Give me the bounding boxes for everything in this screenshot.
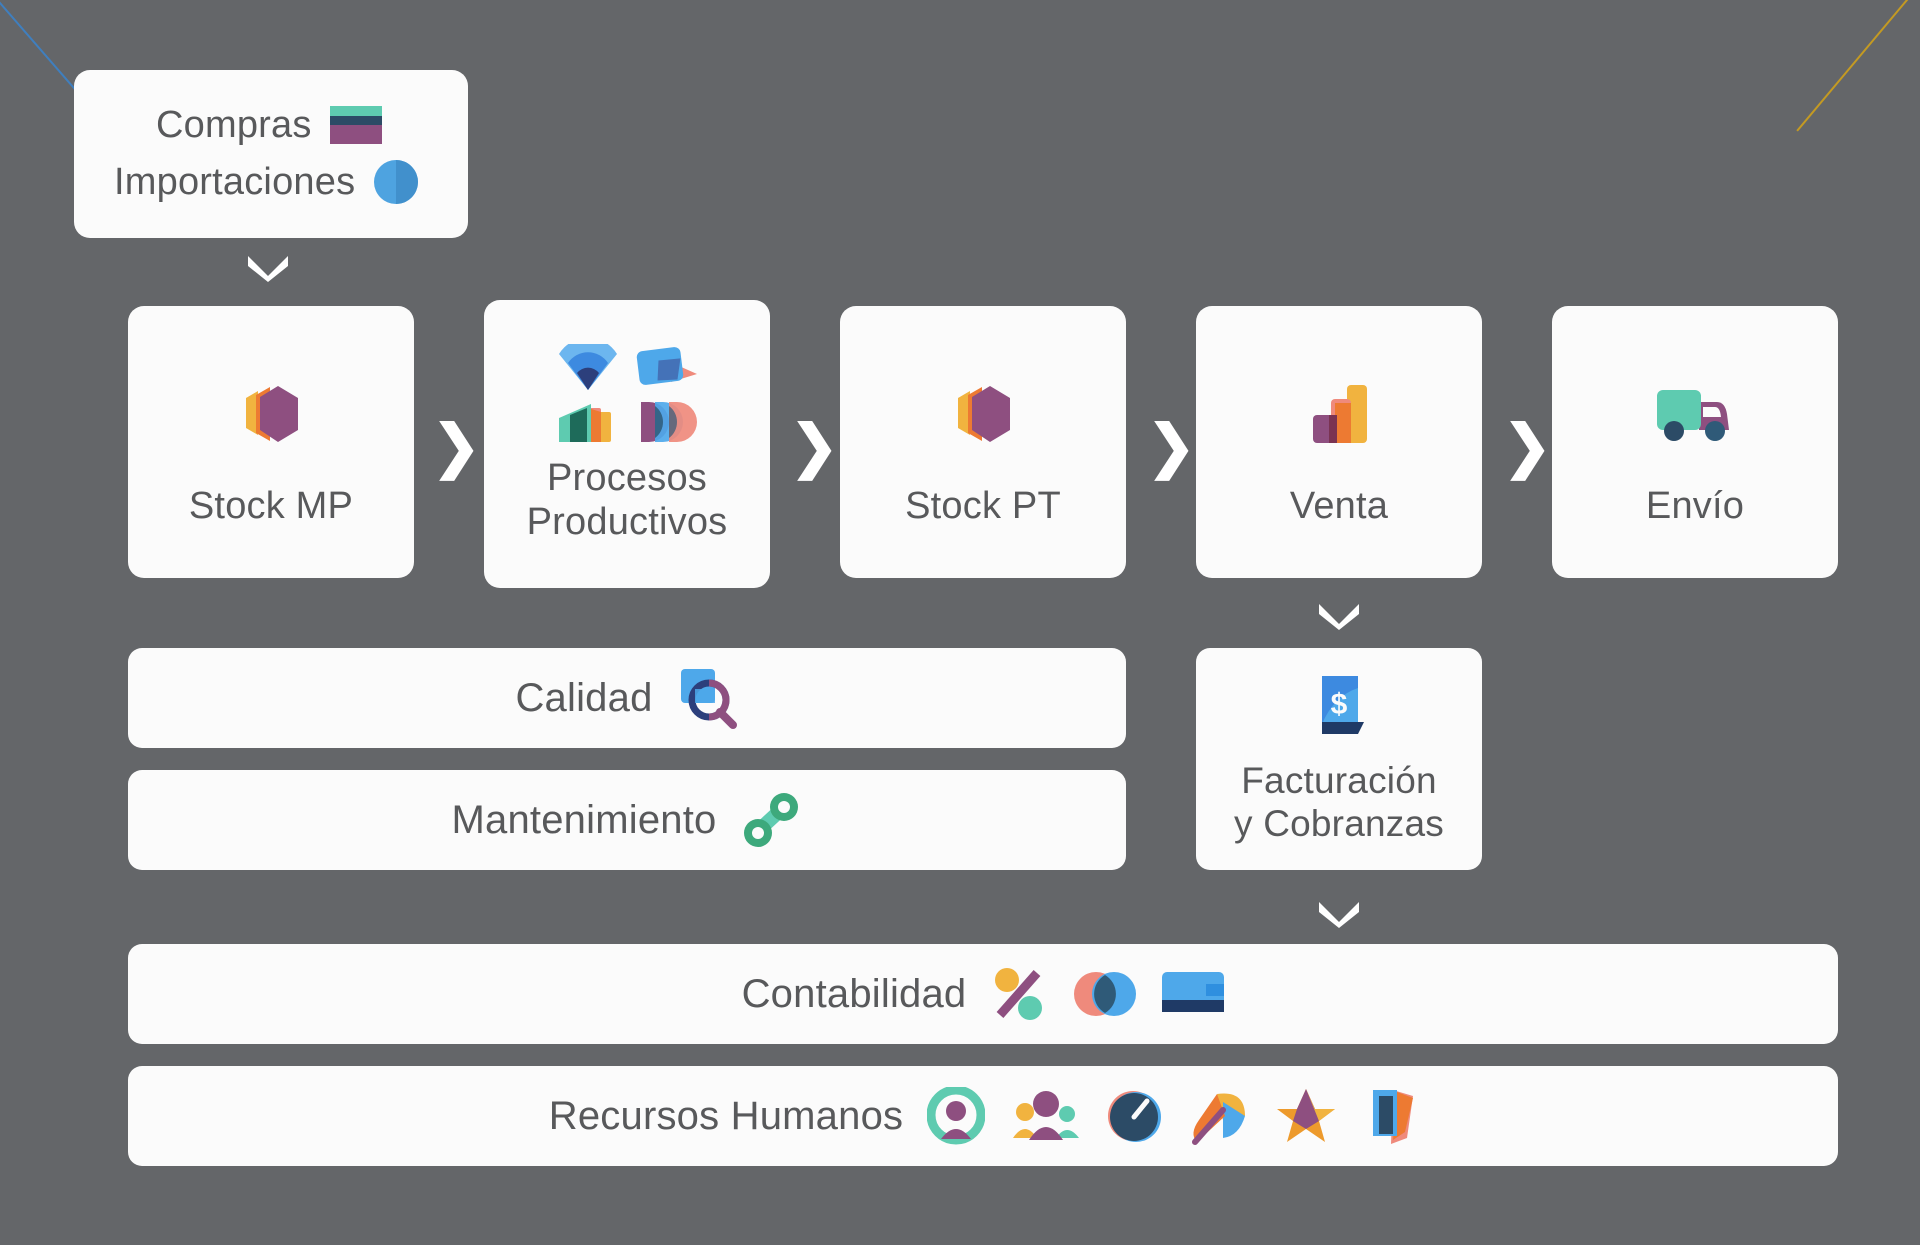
parallelogram-icon <box>635 344 697 392</box>
gauge-icon <box>1107 1088 1162 1144</box>
svg-text:$: $ <box>1331 688 1348 721</box>
chevron-down-icon <box>1317 600 1361 630</box>
importaciones-row: Importaciones <box>98 159 444 205</box>
mantenimiento-icons <box>740 789 802 851</box>
card-envio[interactable]: Envío <box>1552 306 1838 578</box>
chevron-right-icon: ❯ <box>1503 414 1552 479</box>
compras-row: Compras <box>98 103 444 147</box>
row-contabilidad[interactable]: Contabilidad <box>128 944 1838 1044</box>
row-calidad[interactable]: Calidad <box>128 648 1126 748</box>
calidad-icons <box>677 667 739 729</box>
compras-label: Compras <box>156 103 312 146</box>
venn-circles-icon <box>1074 970 1137 1018</box>
bar-chart-teal-icon <box>557 398 619 446</box>
chain-link-icon <box>740 789 802 851</box>
row-recursos-humanos[interactable]: Recursos Humanos <box>128 1066 1838 1166</box>
row-mantenimiento[interactable]: Mantenimiento <box>128 770 1126 870</box>
d-shapes-icon <box>635 398 697 446</box>
mantenimiento-label: Mantenimiento <box>451 797 717 842</box>
invoice-dollar-icon: $ <box>1308 672 1370 744</box>
facturacion-label: Facturación y Cobranzas <box>1234 760 1444 844</box>
people-group-icon <box>1011 1090 1081 1142</box>
chevron-right-icon: ❯ <box>1147 414 1196 479</box>
contabilidad-label: Contabilidad <box>741 971 967 1016</box>
card-stock-mp[interactable]: Stock MP <box>128 306 414 578</box>
stock-pt-icons <box>950 356 1016 474</box>
importaciones-label: Importaciones <box>114 160 356 203</box>
hexagon-cube-icon <box>950 378 1016 452</box>
venta-icons <box>1305 356 1373 474</box>
procesos-icons <box>557 343 697 446</box>
card-procesos-productivos[interactable]: Procesos Productivos <box>484 300 770 588</box>
ribbon-icon <box>1187 1086 1249 1146</box>
credit-card-icon <box>329 105 382 144</box>
venta-label: Venta <box>1289 484 1389 527</box>
rrhh-label: Recursos Humanos <box>548 1093 904 1138</box>
chevron-right-icon: ❯ <box>432 414 481 479</box>
chevron-down-icon <box>1317 898 1361 928</box>
stock-mp-label: Stock MP <box>188 484 354 527</box>
delivery-truck-icon <box>1653 384 1737 446</box>
fan-arc-icon <box>557 343 619 392</box>
card-venta[interactable]: Venta <box>1196 306 1482 578</box>
layers-icon <box>1363 1086 1417 1146</box>
card-stock-pt[interactable]: Stock PT <box>840 306 1126 578</box>
card-facturacion-cobranzas[interactable]: $ Facturación y Cobranzas <box>1196 648 1482 870</box>
percent-icon <box>990 965 1048 1023</box>
star-icon <box>1275 1087 1337 1145</box>
envio-label: Envío <box>1645 484 1745 527</box>
card-compras-importaciones[interactable]: Compras Importaciones <box>74 70 468 238</box>
bar-chart-icon <box>1305 379 1373 451</box>
hexagon-cube-icon <box>238 378 304 452</box>
rrhh-icons <box>927 1086 1417 1146</box>
calidad-label: Calidad <box>515 675 653 720</box>
contabilidad-icons <box>990 965 1225 1023</box>
person-circle-icon <box>927 1087 986 1145</box>
half-circle-icon <box>373 159 419 205</box>
chevron-right-icon: ❯ <box>790 414 839 479</box>
decorative-line-top-right <box>1796 0 1920 132</box>
card-icon <box>1162 972 1225 1016</box>
stock-mp-icons <box>238 356 304 474</box>
magnifier-square-icon <box>677 667 739 729</box>
envio-icons <box>1653 356 1737 474</box>
stock-pt-label: Stock PT <box>905 484 1061 527</box>
chevron-down-icon <box>246 252 290 282</box>
procesos-label: Procesos Productivos <box>526 456 728 543</box>
